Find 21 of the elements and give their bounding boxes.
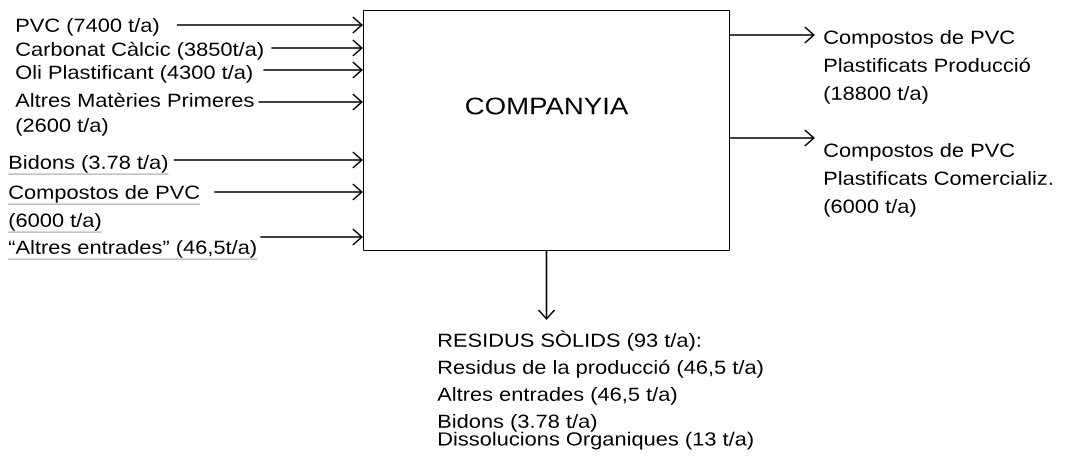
input-label: “Altres entrades” (46,5t/a) — [8, 240, 258, 260]
arrow — [176, 16, 363, 34]
input-label: Altres Matèries Primeres (2600 t/a) — [15, 92, 254, 136]
arrow — [729, 129, 815, 147]
waste-label: RESIDUS SÒLIDS (93 t/a): Residus de la producció (46,5 t/a) Altres entrades (46,5 t/a) Bidons (3.78 t/a) Dissolucions Organiques (13 t/a) — [437, 330, 763, 450]
input-label: PVC (7400 t/a) — [17, 18, 159, 36]
arrow — [262, 61, 363, 79]
arrow — [537, 250, 556, 321]
arrow — [259, 228, 363, 246]
process-box: COMPANYIA — [363, 10, 730, 251]
input-label: Compostos de PVC (6000 t/a) — [8, 185, 201, 233]
arrow — [257, 93, 363, 111]
input-label: Carbonat Càlcic (3850t/a) — [16, 41, 263, 60]
arrow — [172, 151, 363, 169]
input-label: Bidons (3.78 t/a) — [8, 155, 169, 175]
arrow — [270, 39, 363, 57]
input-label: Oli Plastificant (4300 t/a) — [16, 65, 252, 83]
output-label: Compostos de PVC Plastificats Comercializ. (6000 t/a) — [824, 143, 1052, 217]
arrow — [729, 26, 815, 44]
output-label: Compostos de PVC Plastificats Producció (18800 t/a) — [824, 30, 1030, 104]
arrow — [213, 183, 363, 201]
